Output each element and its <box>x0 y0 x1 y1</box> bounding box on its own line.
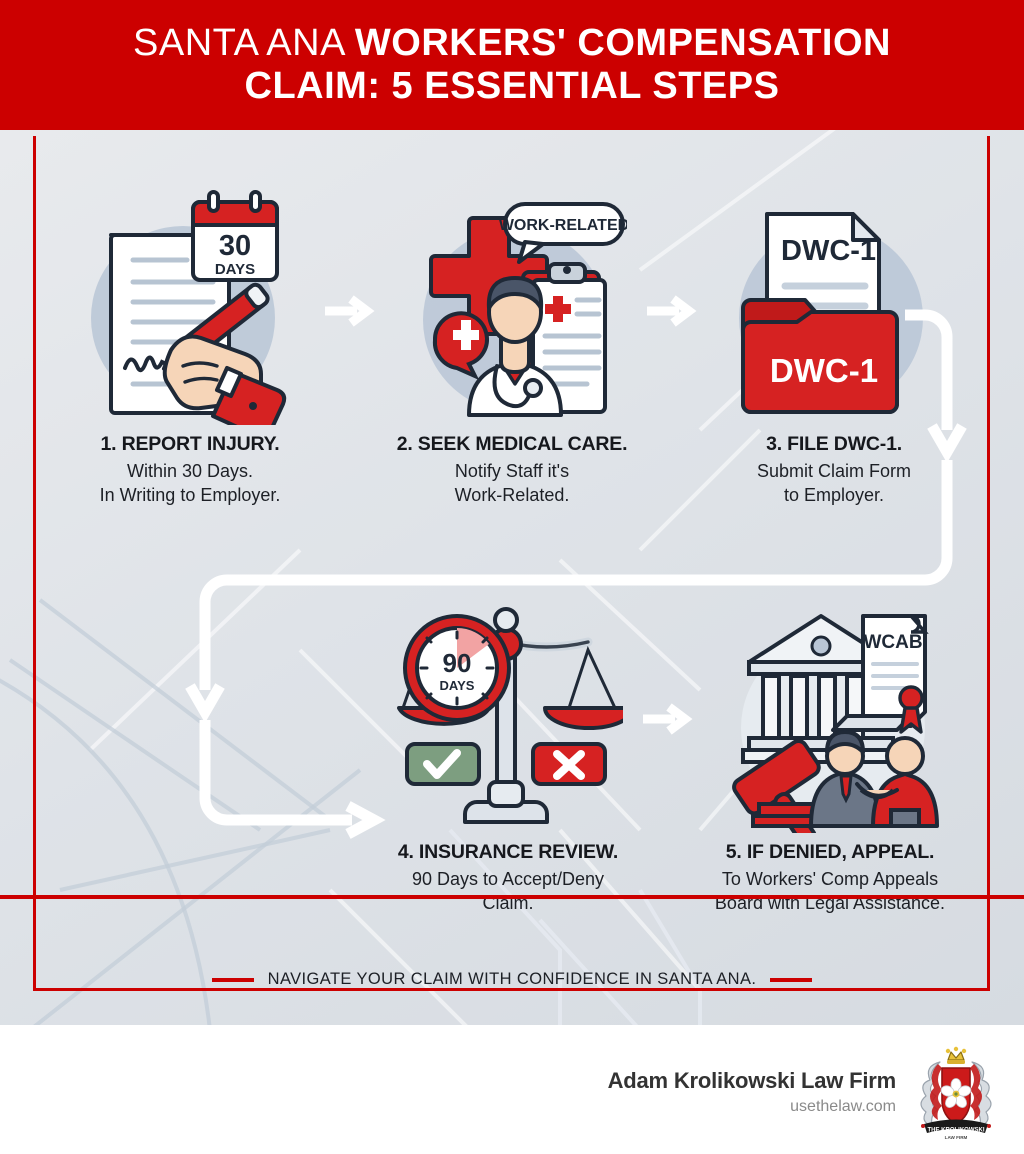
step-5-description: To Workers' Comp Appeals Board with Lega… <box>715 868 945 916</box>
step-1-desc-line-2: In Writing to Employer. <box>99 484 281 505</box>
title-main: WORKERS' COMPENSATION <box>354 22 891 65</box>
tagline-dash-right <box>770 977 813 982</box>
speech-bubble-label: WORK-RELATED <box>499 217 627 234</box>
footer-text-block: Adam Krolikowski Law Firm usethelaw.com <box>607 1067 897 1116</box>
step-3-desc-line-2: to Employer. <box>783 484 885 505</box>
step-3-illustration: DWC-1 DWC-1 <box>719 190 949 425</box>
step-3-file-dwc1: DWC-1 DWC-1 3. FILE DWC-1. Submit C <box>704 190 964 508</box>
step-1-description: Within 30 Days. In Writing to Employer. <box>100 460 281 508</box>
website-url[interactable]: usethelaw.com <box>790 1097 896 1115</box>
step-4-insurance-review: 90 DAYS 4. INSURANCE REVIEW. 90 Days to … <box>378 598 638 916</box>
wcab-scroll-label: WCAB <box>863 632 922 653</box>
crest-banner-top: THE KROLIKOWSKI <box>928 1127 985 1133</box>
calendar-unit: DAYS <box>215 261 255 278</box>
arrow-step4-to-step5 <box>638 598 700 916</box>
page-title-line-1: SANTA ANA WORKERS' COMPENSATION <box>133 22 891 65</box>
step-3-description: Submit Claim Form to Employer. <box>757 460 911 508</box>
background-texture <box>0 130 882 1025</box>
footer-tagline: NAVIGATE YOUR CLAIM WITH CONFIDENCE IN S… <box>267 970 757 988</box>
content-frame <box>33 136 990 991</box>
step-2-illustration: WORK-RELATED <box>397 190 627 425</box>
timer-unit: DAYS <box>440 678 475 693</box>
arrow-step2-to-step3 <box>642 190 704 508</box>
check-icon <box>423 749 461 779</box>
step-2-seek-medical-care: WORK-RELATED 2. SEEK MEDICAL CARE. Notif… <box>382 190 642 508</box>
title-city: SANTA ANA <box>133 22 355 65</box>
step-5-if-denied-appeal: WCAB <box>700 598 960 916</box>
step-5-illustration: WCAB <box>715 598 945 833</box>
bottom-red-rule <box>0 895 1024 899</box>
timer-number: 90 <box>443 648 472 678</box>
dwc1-document-label: DWC-1 <box>781 235 876 267</box>
step-4-desc-line-1: 90 Days to Accept/Deny <box>411 869 605 889</box>
step-1-desc-line-1: Within 30 Days. <box>126 461 254 481</box>
crest-banner-bottom: LAW FIRM <box>945 1135 968 1140</box>
tagline-dash-left <box>211 977 254 982</box>
cross-icon <box>553 750 585 780</box>
calendar-number: 30 <box>219 230 251 262</box>
steps-row-top: 30 DAYS 1. REPORT INJURY. Within 30 Days… <box>60 190 970 508</box>
infographic-body: 30 DAYS 1. REPORT INJURY. Within 30 Days… <box>0 130 1024 1025</box>
arrow-step1-to-step2 <box>320 190 382 508</box>
header-banner: SANTA ANA WORKERS' COMPENSATION CLAIM: 5… <box>0 0 1024 130</box>
step-4-illustration: 90 DAYS <box>393 598 623 833</box>
step-2-desc-line-2: Work-Related. <box>454 484 570 505</box>
step-3-desc-line-1: Submit Claim Form <box>756 461 912 481</box>
step-1-report-injury: 30 DAYS 1. REPORT INJURY. Within 30 Days… <box>60 190 320 508</box>
steps-row-bottom: 90 DAYS 4. INSURANCE REVIEW. 90 Days to … <box>378 598 970 916</box>
page-title-line-2: CLAIM: 5 ESSENTIAL STEPS <box>244 65 780 107</box>
law-firm-name: Adam Krolikowski Law Firm <box>607 1067 897 1093</box>
step-4-title: 4. INSURANCE REVIEW. <box>397 841 619 863</box>
step-5-title: 5. IF DENIED, APPEAL. <box>725 841 935 863</box>
step-3-title: 3. FILE DWC-1. <box>766 433 902 455</box>
step-4-description: 90 Days to Accept/Deny Claim. <box>412 868 604 916</box>
step-2-description: Notify Staff it's Work-Related. <box>455 460 570 508</box>
footer-branding: Adam Krolikowski Law Firm usethelaw.com <box>0 1029 1024 1154</box>
step-5-desc-line-1: To Workers' Comp Appeals <box>721 869 939 889</box>
dwc1-folder-label: DWC-1 <box>770 352 878 389</box>
step-1-title: 1. REPORT INJURY. <box>100 433 280 455</box>
step-2-title: 2. SEEK MEDICAL CARE. <box>396 433 628 455</box>
footer-tagline-row: NAVIGATE YOUR CLAIM WITH CONFIDENCE IN S… <box>0 970 1024 989</box>
step-1-illustration: 30 DAYS <box>75 190 305 425</box>
step-2-desc-line-1: Notify Staff it's <box>454 461 570 481</box>
law-firm-crest-logo: THE KROLIKOWSKI LAW FIRM <box>914 1044 998 1140</box>
